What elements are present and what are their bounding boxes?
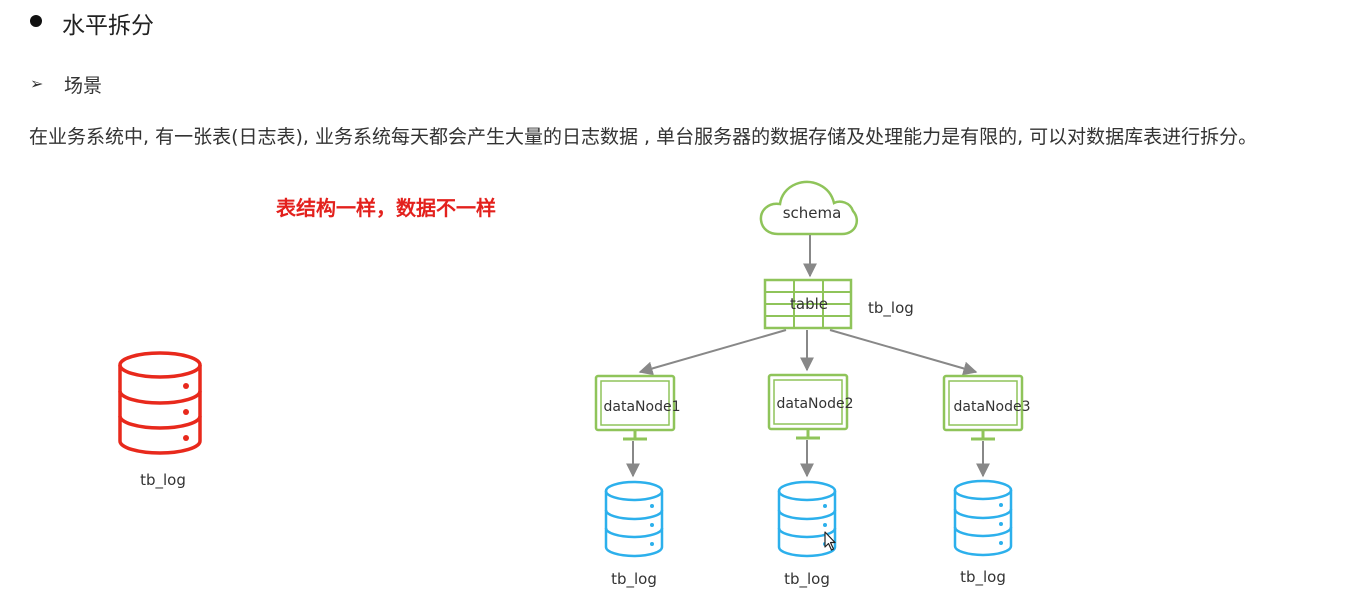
schema-label: schema	[783, 204, 842, 222]
node2-label: dataNode2	[777, 396, 854, 412]
node1-label: dataNode1	[604, 399, 681, 415]
scene-label: 场景	[64, 75, 103, 97]
single-db-label: tb_log	[140, 471, 186, 490]
node1-db-label: tb_log	[611, 570, 657, 589]
node3-db-label: tb_log	[960, 568, 1006, 587]
database-icon-node3	[953, 479, 1013, 557]
description-text: 在业务系统中, 有一张表(日志表), 业务系统每天都会产生大量的日志数据 , 单…	[29, 126, 1258, 148]
heading-bullet	[30, 15, 42, 27]
node2-db-label: tb_log	[784, 570, 830, 589]
table-label: table	[790, 295, 828, 313]
database-icon-node1	[604, 480, 664, 558]
table-grid-icon	[763, 278, 853, 330]
page-title: 水平拆分	[62, 13, 154, 39]
table-name-label: tb_log	[868, 299, 914, 318]
note-text: 表结构一样，数据不一样	[276, 196, 496, 220]
database-icon-single	[118, 351, 202, 455]
arrow-table-node3	[829, 329, 978, 376]
arrow-table-node1	[638, 329, 787, 376]
arrow-bullet-icon: ➢	[30, 74, 44, 93]
cloud-icon	[759, 180, 858, 236]
node3-label: dataNode3	[954, 399, 1031, 415]
mouse-cursor-icon	[824, 531, 836, 551]
